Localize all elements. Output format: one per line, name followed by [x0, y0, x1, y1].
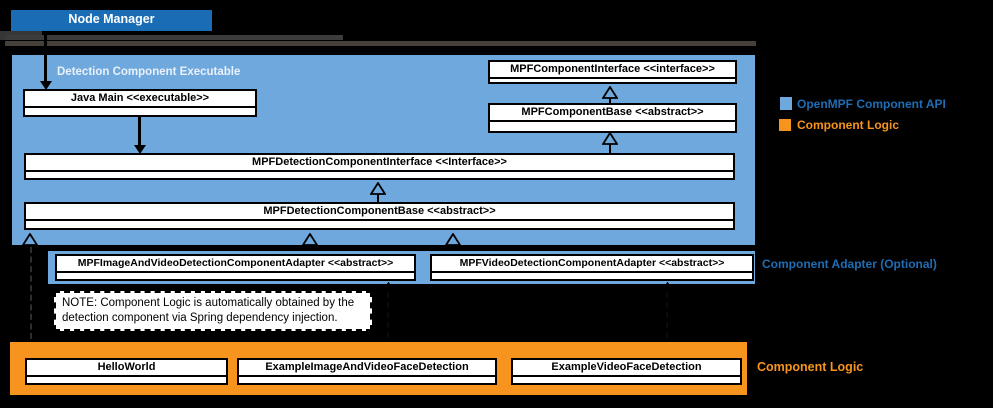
class-mpf-detection-component-interface: MPFDetectionComponentInterface <<Interfa… — [24, 153, 735, 180]
class-empty-compartment — [432, 273, 752, 279]
inheritance-triangle-icon — [22, 233, 38, 246]
class-empty-compartment — [57, 273, 414, 279]
class-title: MPFDetectionComponentInterface <<Interfa… — [26, 155, 733, 172]
class-empty-compartment — [25, 108, 255, 115]
realization-connector-dashed — [666, 292, 668, 358]
realization-connector-dashed — [30, 247, 32, 339]
class-title: MPFComponentBase <<abstract>> — [490, 105, 735, 122]
class-example-image-video-face-detection: ExampleImageAndVideoFaceDetection — [237, 358, 497, 385]
legend-api-label: OpenMPF Component API — [797, 97, 946, 111]
realization-connector-dashed — [387, 292, 389, 358]
node-manager-box: Node Manager — [8, 7, 215, 34]
class-title: MPFComponentInterface <<interface>> — [490, 62, 735, 79]
class-empty-compartment — [513, 377, 740, 383]
gray-bar-1 — [5, 35, 343, 40]
inheritance-connector — [609, 144, 611, 154]
gray-bar-2 — [5, 41, 756, 46]
class-image-video-adapter: MPFImageAndVideoDetectionComponentAdapte… — [55, 254, 416, 281]
class-java-main: Java Main <<executable>> — [23, 89, 257, 117]
node-manager-label: Node Manager — [68, 12, 155, 26]
class-title: Java Main <<executable>> — [25, 91, 255, 108]
class-mpf-detection-component-base: MPFDetectionComponentBase <<abstract>> — [24, 202, 735, 230]
legend-orange-swatch — [779, 119, 791, 131]
class-video-adapter: MPFVideoDetectionComponentAdapter <<abst… — [430, 254, 754, 281]
class-empty-compartment — [239, 377, 495, 383]
note-text: NOTE: Component Logic is automatically o… — [62, 297, 355, 324]
class-example-video-face-detection: ExampleVideoFaceDetection — [511, 358, 742, 385]
class-mpf-component-base: MPFComponentBase <<abstract>> — [488, 103, 737, 133]
detection-executable-label: Detection Component Executable — [57, 66, 241, 78]
note-box: NOTE: Component Logic is automatically o… — [54, 291, 372, 331]
class-empty-compartment — [26, 221, 733, 228]
class-title: HelloWorld — [27, 360, 226, 377]
legend-blue-swatch — [780, 97, 792, 110]
class-title: ExampleVideoFaceDetection — [513, 360, 740, 377]
class-title: MPFVideoDetectionComponentAdapter <<abst… — [432, 256, 752, 273]
class-empty-compartment — [26, 172, 733, 178]
class-mpf-component-interface: MPFComponentInterface <<interface>> — [488, 60, 737, 84]
class-empty-compartment — [490, 79, 735, 82]
inheritance-connector — [377, 194, 379, 202]
class-empty-compartment — [490, 122, 735, 131]
inheritance-connector — [609, 98, 611, 104]
class-empty-compartment — [27, 377, 226, 383]
component-adapter-optional-label: Component Adapter (Optional) — [762, 257, 937, 271]
node-manager-to-java-main-connector — [44, 33, 47, 81]
component-logic-section-label: Component Logic — [757, 360, 864, 374]
class-hello-world: HelloWorld — [25, 358, 228, 385]
arrow-down-icon — [134, 145, 146, 154]
arrow-down-icon — [40, 81, 52, 90]
java-main-to-interface-connector — [138, 117, 141, 145]
class-title: MPFDetectionComponentBase <<abstract>> — [26, 204, 733, 221]
class-title: MPFImageAndVideoDetectionComponentAdapte… — [57, 256, 414, 273]
class-title: ExampleImageAndVideoFaceDetection — [239, 360, 495, 377]
legend-component-logic-label: Component Logic — [797, 118, 899, 132]
